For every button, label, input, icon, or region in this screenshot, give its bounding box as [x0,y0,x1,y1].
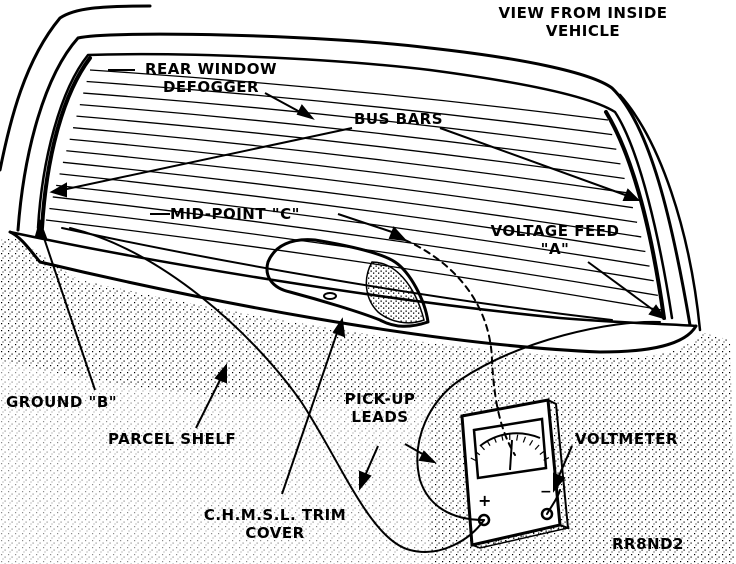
label-chmsl-line2: COVER [245,524,305,542]
label-view-line1: VIEW FROM INSIDE [498,4,668,22]
voltmeter-device [460,398,571,549]
grid-line [52,196,654,282]
meter-tick [486,440,491,446]
chmsl-trim-cover [265,238,430,328]
grid-line [83,92,617,150]
label-voltage-feed-line1: VOLTAGE FEED [490,222,620,240]
label-pick-up-line2: LEADS [351,408,409,426]
meter-tick [543,457,550,461]
grid-line [69,138,634,209]
grid-line [89,69,609,121]
meter-tick [493,436,497,443]
meter-tick [534,444,540,450]
label-ground-b: GROUND "B" [6,393,118,411]
meter-tick [516,434,519,441]
pickup-lead-midpoint-dashed [404,239,516,456]
voltmeter-positive-symbol: + [478,491,491,510]
lead-to-negative-terminal [546,489,561,515]
meter-tick [522,436,526,443]
pickup-lead-ground [69,227,485,553]
label-pick-up-leads: PICK-UP LEADS [330,390,430,426]
vehicle-roof-outline [0,4,152,172]
bus-bar-left [40,56,92,230]
grid-line [79,103,621,165]
grid-line [66,150,638,223]
label-pick-up-line1: PICK-UP [344,390,416,408]
label-rear-window-defogger: REAR WINDOW DEFOGGER [126,60,296,96]
meter-tick [470,457,477,462]
pickup-lead-voltage [416,320,661,521]
label-bus-bars: BUS BARS [354,110,444,128]
grid-line [59,173,646,253]
label-chmsl-line1: C.H.M.S.L. TRIM [203,506,347,524]
label-rear-window-line2: DEFOGGER [162,78,260,96]
parcel-shelf-lip [61,227,613,321]
voltmeter-negative-symbol: − [540,484,552,500]
parcel-shelf-top [8,230,698,328]
grid-line [86,80,613,136]
vehicle-pillar-right [618,93,702,332]
window-frame-outer [16,32,692,327]
label-mid-point-c: MID-POINT "C" [170,205,300,223]
label-voltmeter: VOLTMETER [575,430,679,448]
grid-line [62,161,642,238]
label-view-line2: VEHICLE [545,22,621,40]
grid-line [73,127,629,194]
label-parcel-shelf: PARCEL SHELF [108,430,237,448]
meter-tick [480,444,485,451]
label-chmsl-trim-cover: C.H.M.S.L. TRIM COVER [180,506,370,542]
meter-tick [529,439,534,446]
chmsl-cover-shading [365,261,425,324]
label-voltage-feed-line2: "A" [540,240,570,258]
label-view-from-inside: VIEW FROM INSIDE VEHICLE [458,4,708,40]
bus-bar-right [604,110,666,320]
label-figure-code: RR8ND2 [612,535,684,553]
meter-tick [539,450,545,455]
chmsl-screw-hole [323,292,337,300]
grid-line [56,184,650,267]
label-pointers [34,69,667,495]
floor-area [0,360,430,564]
label-rear-window-line1: REAR WINDOW [144,60,278,78]
window-glass-edge [36,52,674,320]
meter-tick [501,434,504,441]
grid-line [45,219,663,311]
defogger-grid-lines [45,69,663,311]
label-voltage-feed-a: VOLTAGE FEED "A" [465,222,645,258]
meter-tick [474,450,481,456]
